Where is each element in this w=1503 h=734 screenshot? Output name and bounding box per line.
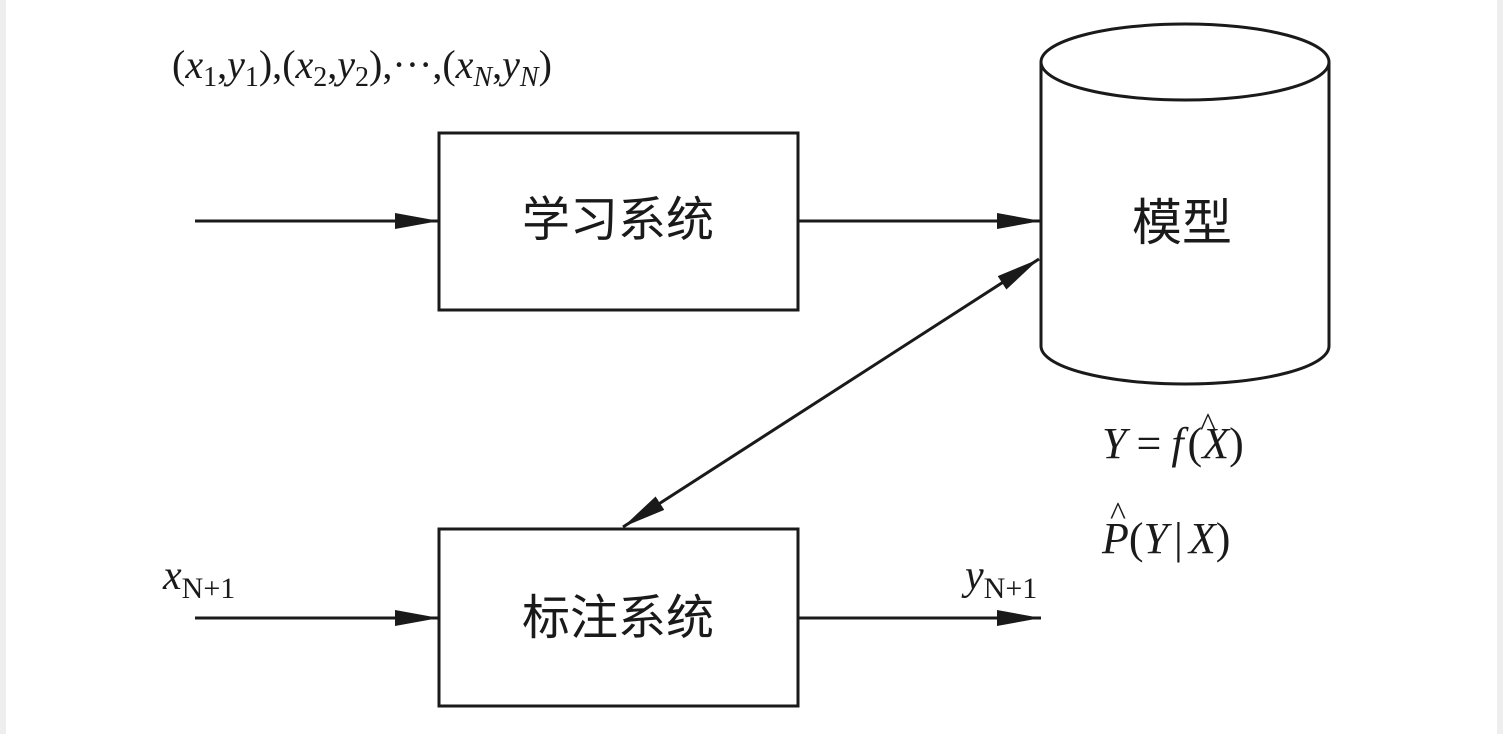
labeling-system-label: 标注系统 [522,590,714,646]
right-border [1497,0,1503,734]
training-data-label: (x1,y1),(x2,y2),···,(xN,yN) [172,42,552,93]
learning-system-label: 学习系统 [522,192,714,248]
svg-text:Y=f(X): Y=f(X) [1102,419,1244,468]
input-variable-label: xN+1 [162,553,235,605]
decision-function-formula: Y=f(X) ^ [1102,407,1244,468]
model-label: 模型 [1132,194,1232,252]
left-border [0,0,6,734]
svg-text:P(Y|X): P(Y|X) [1101,514,1230,563]
p-hat-accent: ^ [1110,496,1126,533]
f-hat-accent: ^ [1200,407,1216,444]
bidirectional-arrow-model-labeling [622,257,1040,529]
model-cylinder [1039,22,1331,386]
output-variable-label: yN+1 [961,553,1037,605]
conditional-probability-formula: P(Y|X) ^ [1101,496,1230,563]
